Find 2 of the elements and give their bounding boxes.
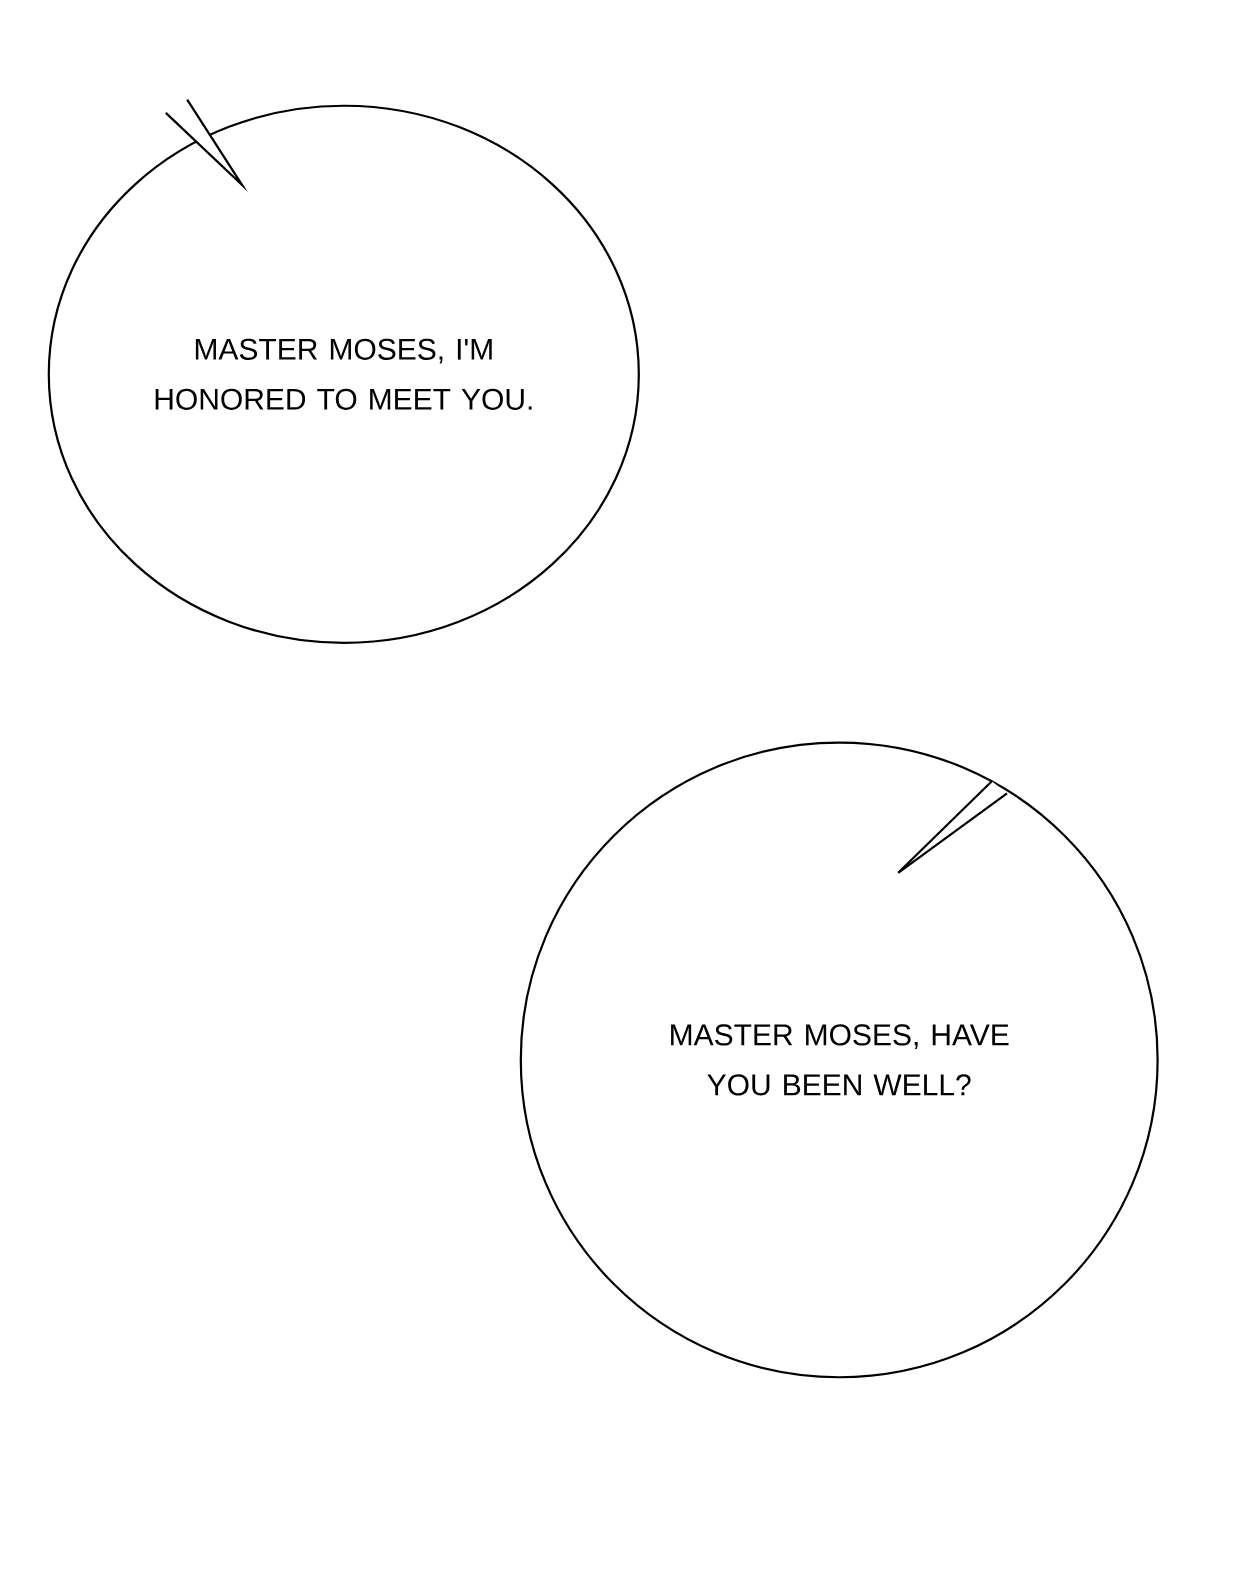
speech-bubble: MASTER MOSES, HAVE YOU BEEN WELL?: [519, 741, 1159, 1379]
speech-bubble: MASTER MOSES, I'M HONORED TO MEET YOU.: [47, 99, 640, 644]
